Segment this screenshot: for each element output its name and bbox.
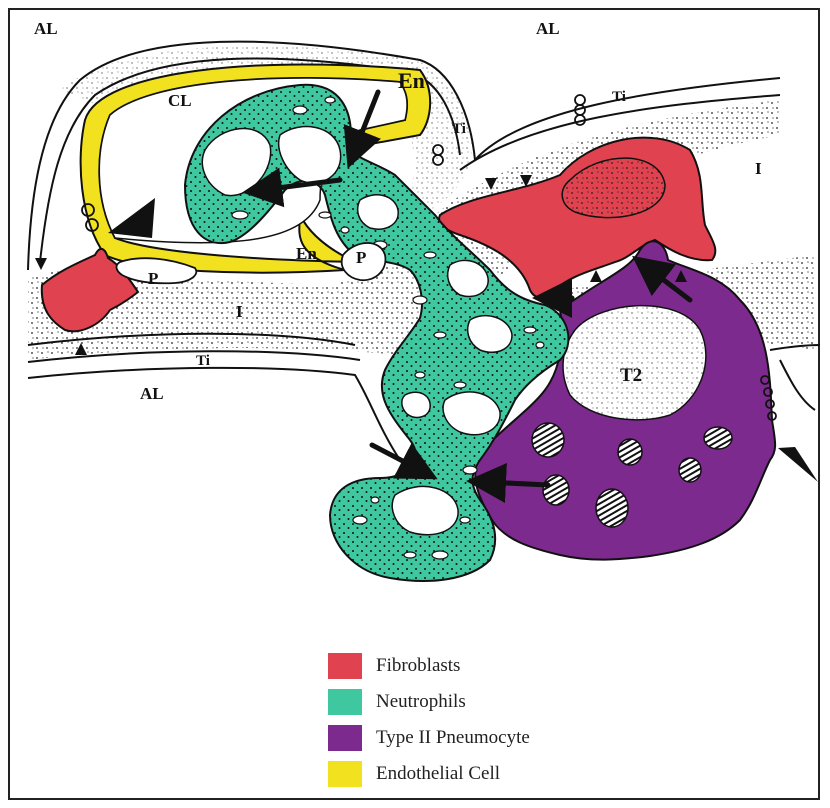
label-en-top: En <box>398 70 425 92</box>
label-ti-top: Ti <box>612 90 626 105</box>
endothelial-cell-swatch <box>328 761 362 787</box>
legend-label: Type II Pneumocyte <box>376 727 530 749</box>
legend-item-neutrophils: Neutrophils <box>328 687 648 723</box>
legend: Fibroblasts Neutrophils Type II Pneumocy… <box>328 651 648 795</box>
legend-label: Fibroblasts <box>376 655 460 677</box>
legend-label: Neutrophils <box>376 691 466 713</box>
label-p-left: P <box>148 270 158 287</box>
label-en-mid: En <box>296 245 317 262</box>
label-i-left: I <box>236 303 243 320</box>
label-ti-mid: Ti <box>452 122 466 137</box>
neutrophils-swatch <box>328 689 362 715</box>
label-ti-bottom: Ti <box>196 354 210 369</box>
label-al-top-left: AL <box>34 20 58 37</box>
legend-item-type-ii-pneumocyte: Type II Pneumocyte <box>328 723 648 759</box>
type-ii-pneumocyte-swatch <box>328 725 362 751</box>
label-p-mid: P <box>356 249 366 266</box>
label-al-top-right: AL <box>536 20 560 37</box>
legend-item-endothelial-cell: Endothelial Cell <box>328 759 648 795</box>
label-i-right: I <box>755 160 762 177</box>
fibroblasts-swatch <box>328 653 362 679</box>
label-cl: CL <box>168 92 192 109</box>
label-t2: T2 <box>620 366 642 385</box>
legend-label: Endothelial Cell <box>376 763 500 785</box>
pneumocyte-nucleus-stipple <box>563 306 706 420</box>
label-al-bottom: AL <box>140 385 164 402</box>
legend-item-fibroblasts: Fibroblasts <box>328 651 648 687</box>
